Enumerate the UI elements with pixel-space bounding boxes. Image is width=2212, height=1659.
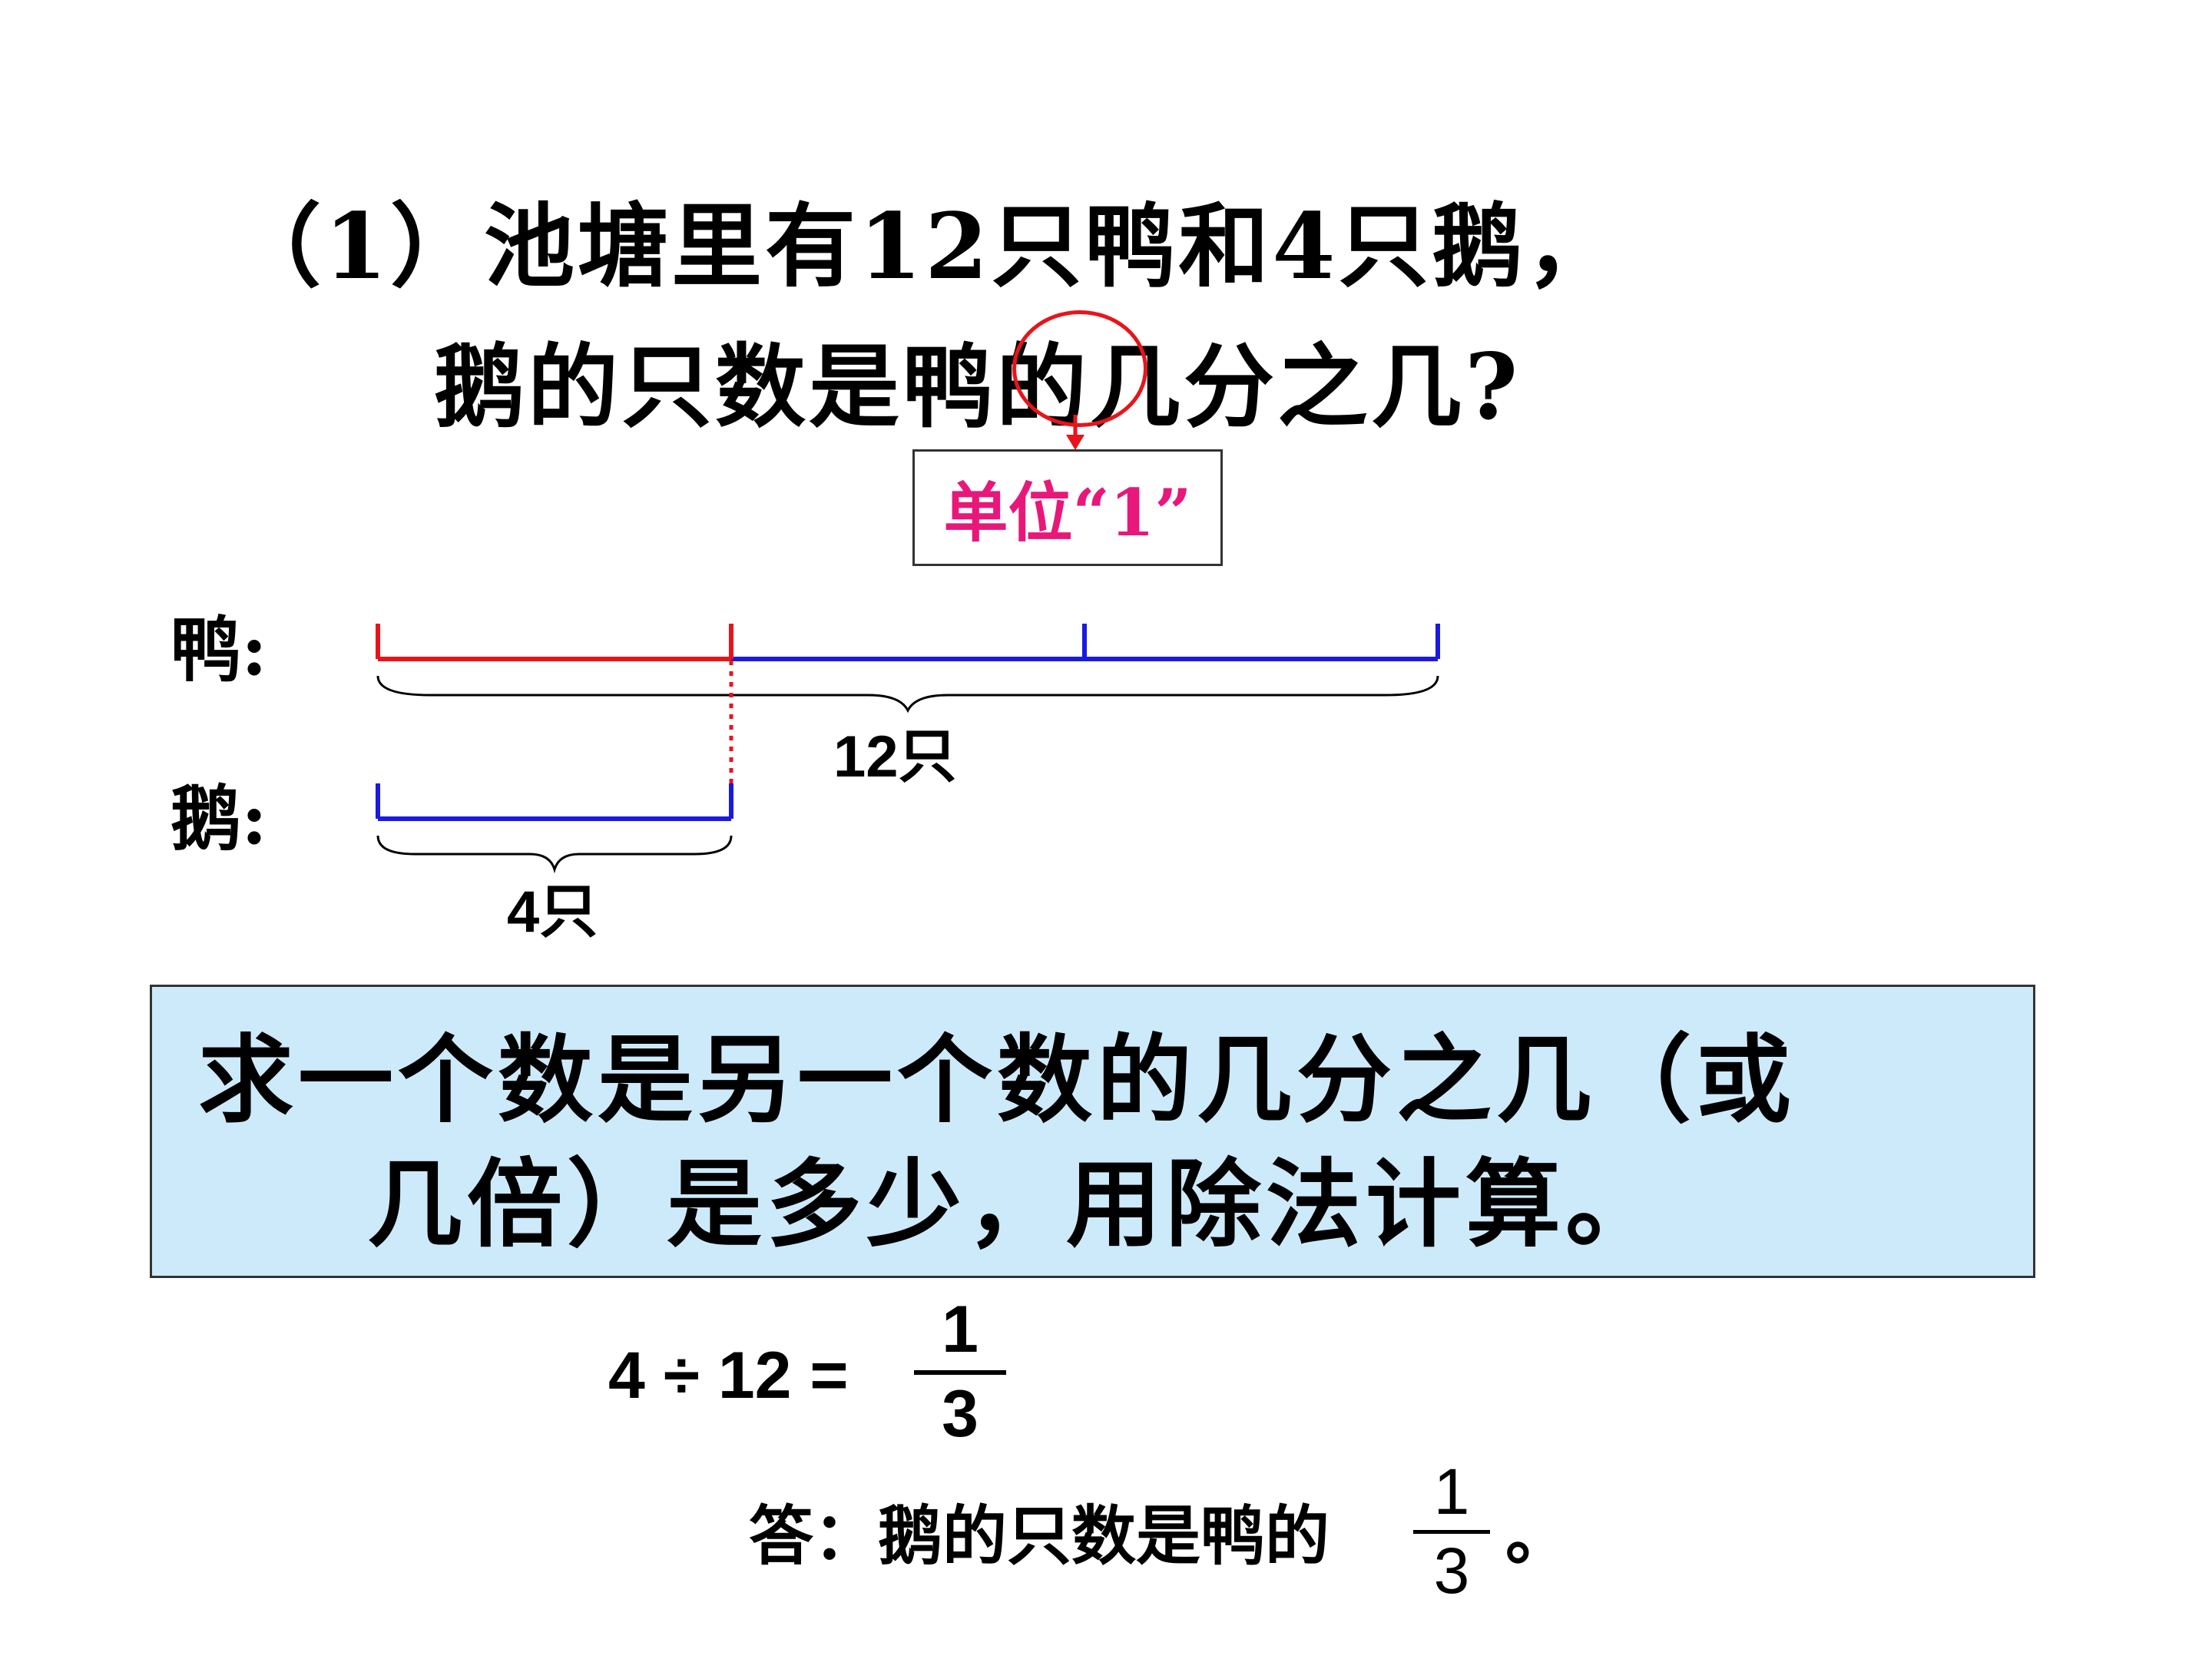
equation-denominator: 3 <box>942 1377 979 1451</box>
equation-numerator: 1 <box>942 1293 979 1366</box>
goose-brace <box>376 835 733 874</box>
fraction-bar <box>914 1370 1006 1375</box>
equation-lhs: 4 ÷ 12 = <box>608 1339 849 1412</box>
rule-box: 求一个数是另一个数的几分之几（或 几倍）是多少，用除法计算。 <box>150 985 2035 1278</box>
answer-end: 。 <box>1505 1498 1571 1574</box>
question-line-2: 鹅的只数是鸭的几分之几? <box>434 333 1522 440</box>
pointer-arrow-icon <box>1066 415 1084 450</box>
goose-label: 鹅: <box>171 777 267 860</box>
duck-total-label: 12只 <box>833 724 957 790</box>
question-line-1: （1）池塘里有12只鸭和4只鹅， <box>230 193 1620 300</box>
highlight-circle <box>1012 310 1147 427</box>
answer-text: 答：鹅的只数是鸭的 <box>749 1498 1330 1574</box>
duck-label: 鸭: <box>171 608 267 691</box>
answer-numerator: 1 <box>1433 1455 1470 1528</box>
equation-fraction: 1 3 <box>914 1296 1006 1447</box>
unit-one-box: 单位“1” <box>912 449 1223 566</box>
answer-fraction: 1 3 <box>1413 1459 1490 1603</box>
duck-brace <box>376 675 1439 714</box>
answer-fraction-bar <box>1413 1530 1490 1534</box>
segment-diagram <box>376 624 1440 874</box>
goose-total-label: 4只 <box>507 879 598 945</box>
rule-line-1: 求一个数是另一个数的几分之几（或 <box>198 1025 1796 1136</box>
rule-line-2: 几倍）是多少，用除法计算。 <box>367 1149 1666 1260</box>
answer-denominator: 3 <box>1433 1535 1470 1607</box>
unit-one-label: 单位“1” <box>943 474 1192 551</box>
